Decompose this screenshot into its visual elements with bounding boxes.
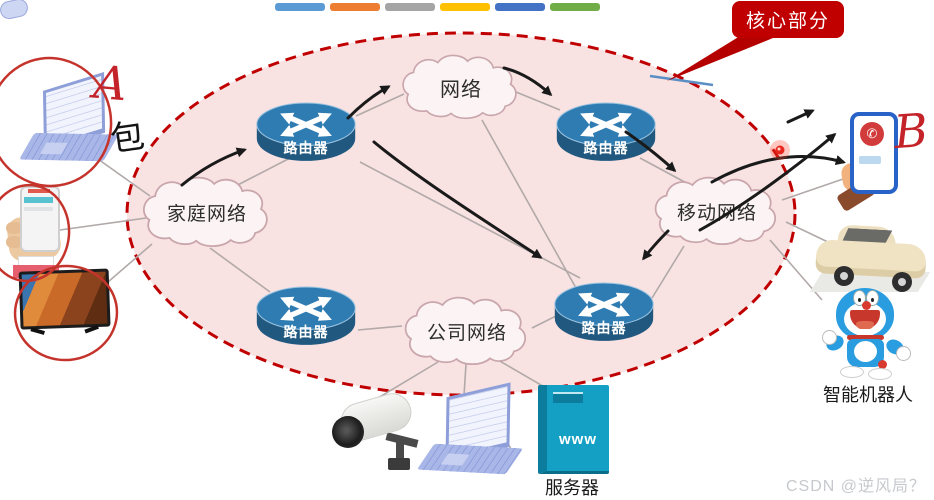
- progress-bar-segment: [385, 3, 435, 11]
- callout-pointer-line: [649, 74, 714, 87]
- router-bottom-right: 路由器: [550, 278, 658, 344]
- cloud-network-label: 网络: [440, 78, 482, 101]
- robot-collar: [847, 335, 884, 340]
- callout-tail: [667, 36, 778, 81]
- callout-core-part: 核心部分: [732, 1, 844, 38]
- device-server: www: [538, 385, 609, 474]
- phone-call-icon: ✆: [860, 122, 884, 146]
- callout-label: 核心部分: [745, 11, 830, 32]
- server-www-text: www: [558, 431, 597, 448]
- annotation-letter-a: A: [91, 54, 130, 112]
- laptop-keyboard: [18, 132, 119, 162]
- progress-bar-segment: [440, 3, 490, 11]
- phone-header-bar: [24, 197, 53, 203]
- robot-nose: [862, 301, 871, 310]
- router-bottom-left: 路由器: [252, 282, 360, 348]
- car-wheel: [892, 272, 912, 292]
- robot-belly: [854, 341, 877, 362]
- phone-body: [850, 112, 898, 194]
- camera-mount-stem: [396, 442, 404, 462]
- device-tv: [18, 268, 118, 353]
- router-label: 路由器: [581, 320, 627, 336]
- progress-bar-segment: [275, 3, 325, 11]
- cloud-company-network-label: 公司网络: [426, 322, 507, 344]
- server-drive-slot: [553, 392, 583, 403]
- cloud-home-network-label: 家庭网络: [166, 203, 247, 225]
- robot-bell: [878, 360, 887, 369]
- device-mouse: [0, 0, 30, 21]
- device-car: [809, 224, 932, 294]
- cloud-mobile-network: 移动网络: [646, 176, 788, 246]
- phone-content-line: [24, 207, 53, 211]
- robot-tongue: [856, 321, 874, 329]
- router-top-left: 路由器: [252, 98, 360, 164]
- router-label: 路由器: [583, 140, 629, 156]
- car-wheel: [834, 266, 854, 286]
- robot-hand: [822, 330, 837, 345]
- phone-content-block: [859, 156, 881, 164]
- server-label: 服务器: [545, 478, 599, 498]
- laptop-keyboard: [416, 443, 524, 475]
- robot-hand: [896, 346, 911, 361]
- progress-bar-segment: [495, 3, 545, 11]
- annotation-packet-char: 包: [107, 115, 148, 161]
- router-label: 路由器: [283, 140, 329, 156]
- router-label: 路由器: [283, 324, 329, 340]
- cloud-company-network: 公司网络: [398, 296, 536, 366]
- phone-status-bar: [28, 189, 50, 193]
- progress-bar-segment: [550, 3, 600, 11]
- slide-progress-bars: [275, 3, 600, 11]
- device-robot: [822, 288, 911, 382]
- robot-label: 智能机器人: [823, 385, 913, 405]
- watermark: CSDN @逆风局？: [785, 478, 926, 495]
- camera-mount-base: [388, 458, 410, 470]
- robot-foot: [840, 366, 864, 378]
- device-phone-left: [5, 186, 68, 282]
- car-body: [815, 239, 927, 279]
- device-phone-b: ✆: [835, 112, 898, 216]
- robot-foot: [868, 368, 892, 380]
- annotation-letter-b: B: [892, 102, 930, 160]
- device-laptop-bottom: [416, 382, 524, 482]
- phone-body: [20, 186, 60, 252]
- progress-bar-segment: [330, 3, 380, 11]
- cloud-mobile-network-label: 移动网络: [676, 202, 757, 224]
- device-camera: [330, 388, 419, 470]
- camera-lens: [332, 416, 364, 448]
- tv-screen: [21, 271, 108, 327]
- cloud-home-network: 家庭网络: [133, 176, 281, 248]
- laser-pointer-dot: [770, 140, 790, 160]
- router-top-right: 路由器: [552, 98, 660, 164]
- cloud-network: 网络: [396, 54, 526, 120]
